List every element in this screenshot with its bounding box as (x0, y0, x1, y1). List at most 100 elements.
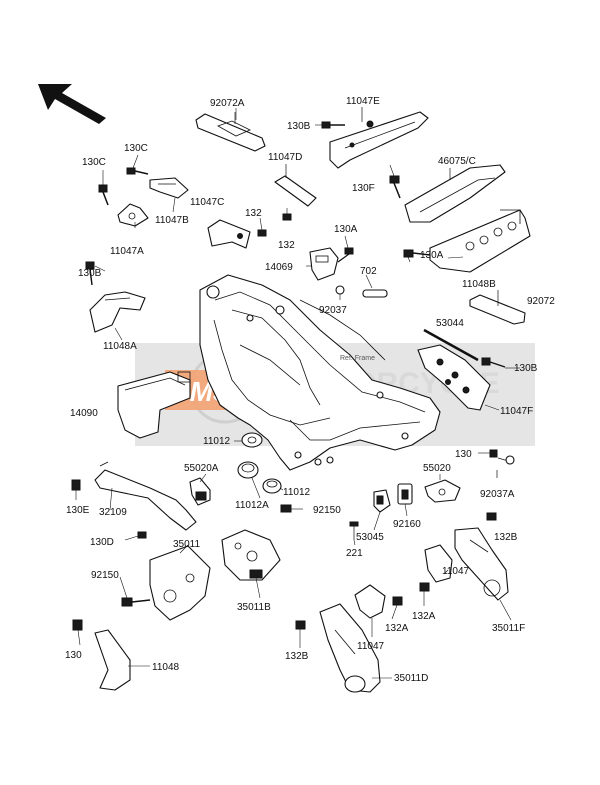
part-number-labels: 92072A 11047E 130B 130C 130C 11047D 4607… (65, 96, 555, 684)
bolt-132A-right (419, 582, 430, 592)
callout-label: 11047 (442, 566, 470, 577)
callout-label: 35011D (394, 673, 428, 684)
callout-label: 132A (385, 623, 409, 634)
callout-label: 55020A (184, 463, 219, 474)
bolt-130A-left (337, 247, 354, 263)
callout-label: 11048 (152, 662, 180, 673)
callout-label: 11012A (235, 500, 269, 511)
part-14069 (309, 247, 339, 281)
callout-label: 132 (245, 208, 262, 219)
callout-label: 11012 (283, 487, 311, 498)
callout-label: 92072A (210, 98, 245, 109)
callout-label: 702 (360, 266, 377, 277)
callout-label: 14090 (70, 408, 98, 419)
callout-label: 130F (352, 183, 375, 194)
callout-label: 11048B (462, 279, 496, 290)
leader-lines (75, 108, 520, 679)
callout-label: 130C (124, 143, 148, 154)
callout-label: 35011B (237, 602, 271, 613)
bolt-130C-left (98, 184, 109, 206)
callout-label: 92150 (313, 505, 341, 516)
part-14090 (117, 371, 191, 439)
part-11047E (329, 107, 429, 169)
callout-label: 11012 (203, 436, 231, 447)
callout-label: 130B (78, 268, 102, 279)
callout-label: 35011F (492, 623, 525, 634)
bolt-130-lower (72, 619, 83, 631)
callout-label: 11047E (346, 96, 380, 107)
part-92072A (195, 112, 266, 152)
part-35011B (221, 529, 281, 581)
bolt-130C-mid (126, 167, 149, 175)
bolt-130F (389, 175, 401, 199)
callout-label: 130B (514, 363, 538, 374)
callout-label: 130D (90, 537, 114, 548)
part-53044 (423, 328, 479, 362)
callout-label: 11047C (190, 197, 224, 208)
front-direction-arrow-icon (38, 84, 106, 124)
callout-label: 46075/C (438, 156, 476, 167)
callout-label: 130 (455, 449, 472, 460)
callout-label: 130A (334, 224, 358, 235)
callout-label: 92150 (91, 570, 119, 581)
part-55020A (189, 477, 211, 506)
callout-label: 130C (82, 157, 106, 168)
callout-label: 32109 (99, 507, 127, 518)
part-11012-upper (241, 432, 263, 448)
callout-label: 55020 (423, 463, 451, 474)
callout-label: 11048A (103, 341, 137, 352)
callout-label: 35011 (173, 539, 201, 550)
callout-label: 132B (285, 651, 309, 662)
callout-label: 53045 (356, 532, 384, 543)
part-11047B (149, 177, 189, 199)
callout-label: 11047A (110, 246, 144, 257)
frame-reference-label: Ref. Frame (340, 355, 375, 362)
part-11047D (274, 164, 317, 207)
callout-label: 130 (65, 650, 82, 661)
part-11047C (207, 219, 251, 249)
part-11047-center (354, 584, 386, 619)
callout-label: 53044 (436, 318, 464, 329)
callout-label: 132A (412, 611, 436, 622)
callout-label: 130A (420, 250, 444, 261)
callout-label: 130E (66, 505, 90, 516)
callout-label: 92072 (527, 296, 555, 307)
callout-label: 14069 (265, 262, 293, 273)
part-92072 (469, 290, 526, 325)
part-92160 (397, 483, 413, 505)
part-53045 (373, 489, 391, 513)
bolt-132-right (257, 229, 267, 237)
bolt-132A-center (392, 596, 403, 606)
callout-label: 11047 (357, 641, 385, 652)
callout-label: 11047D (268, 152, 302, 163)
callout-label: 130B (287, 121, 311, 132)
part-35011D (319, 603, 381, 693)
part-92037 (335, 285, 345, 295)
part-46075C (404, 164, 506, 223)
bolt-92150-lower (121, 597, 151, 607)
callout-label: 132B (494, 532, 518, 543)
part-55020 (424, 479, 461, 503)
main-frame: Ref. Frame (199, 274, 441, 471)
callout-label: 11047B (155, 215, 189, 226)
part-11047A (117, 203, 149, 227)
bolt-132B-right (486, 512, 497, 521)
part-11048 (94, 629, 131, 691)
part-11012-lower (262, 478, 282, 494)
part-11012A (237, 461, 259, 479)
bolt-92150-upper (280, 504, 292, 513)
part-92037A (496, 455, 515, 478)
bolt-130B-top (321, 121, 345, 129)
part-35011F (454, 527, 509, 601)
callout-label: 92037 (319, 305, 347, 316)
bolt-130B-right (481, 357, 506, 368)
part-11048A (89, 291, 146, 333)
callout-label: 221 (346, 548, 363, 559)
part-35011 (149, 545, 211, 621)
part-221 (349, 521, 359, 540)
callout-label: 92160 (393, 519, 421, 530)
bolt-130A-right (403, 249, 431, 258)
bolt-132-mid (282, 213, 292, 221)
